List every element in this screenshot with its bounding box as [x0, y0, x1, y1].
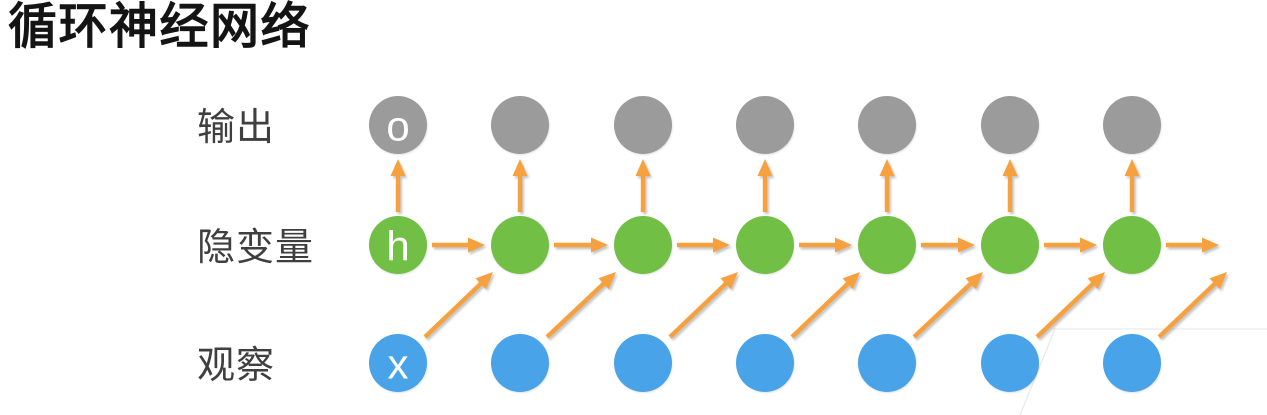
observe-to-hidden-arrow	[912, 272, 983, 339]
hidden-node	[736, 216, 794, 274]
hidden-node	[858, 216, 916, 274]
observe-node	[736, 334, 794, 392]
page-title: 循环神经网络	[8, 0, 312, 54]
output-node-letter: o	[386, 103, 409, 150]
hidden-to-hidden-arrow	[921, 237, 975, 253]
observe-node	[491, 334, 549, 392]
hidden-to-hidden-arrow	[677, 237, 730, 253]
output-node	[981, 96, 1039, 154]
observe-node	[614, 334, 672, 392]
hidden-node-letter: h	[386, 223, 409, 270]
observe-to-hidden-arrow	[1157, 272, 1227, 339]
row-label-observe: 观察	[197, 344, 276, 387]
hidden-node	[369, 216, 427, 274]
hidden-node	[981, 216, 1039, 274]
observe-to-hidden-arrow	[423, 272, 493, 339]
hidden-to-hidden-arrow	[799, 237, 852, 253]
output-node	[614, 96, 672, 154]
hidden-to-output-arrow	[879, 159, 895, 212]
output-node	[858, 96, 916, 154]
output-node	[736, 96, 794, 154]
observe-node	[1103, 334, 1161, 392]
hidden-to-hidden-arrow	[1166, 237, 1219, 253]
observe-to-hidden-arrow	[545, 272, 616, 339]
output-node	[369, 96, 427, 154]
hidden-to-output-arrow	[635, 159, 651, 212]
observe-to-hidden-arrow	[1035, 272, 1105, 339]
hidden-to-hidden-arrow	[1044, 237, 1097, 253]
observe-node	[858, 334, 916, 392]
observe-to-hidden-arrow	[790, 272, 860, 339]
observe-node	[981, 334, 1039, 392]
hidden-to-hidden-arrow	[432, 237, 485, 253]
hidden-to-output-arrow	[390, 159, 406, 212]
hidden-node	[1103, 216, 1161, 274]
row-label-hidden: 隐变量	[197, 226, 315, 269]
hidden-to-output-arrow	[1002, 159, 1018, 212]
hidden-node	[491, 216, 549, 274]
output-node	[491, 96, 549, 154]
observe-node-letter: x	[388, 341, 409, 388]
output-node	[1103, 96, 1161, 154]
row-label-output: 输出	[197, 106, 276, 149]
observe-to-hidden-arrow	[668, 272, 738, 339]
hidden-to-hidden-arrow	[554, 237, 608, 253]
hidden-to-output-arrow	[757, 159, 773, 212]
observe-node	[369, 334, 427, 392]
hidden-node	[614, 216, 672, 274]
hidden-to-output-arrow	[512, 159, 528, 212]
hidden-to-output-arrow	[1124, 159, 1140, 212]
